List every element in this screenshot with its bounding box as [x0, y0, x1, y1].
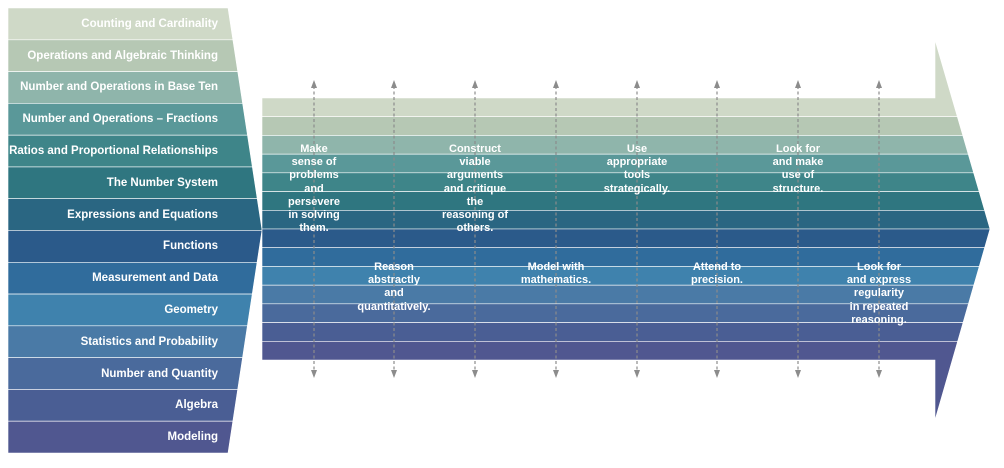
arrow-up-icon [391, 80, 397, 88]
domain-label: Ratios and Proportional Relationships [9, 145, 218, 158]
domain-label: Number and Operations – Fractions [22, 113, 218, 126]
domain-band [7, 420, 234, 454]
arrow-down-icon [876, 370, 882, 378]
domain-label: Counting and Cardinality [81, 17, 218, 30]
arrow-up-icon [634, 80, 640, 88]
domain-label: Operations and Algebraic Thinking [27, 49, 218, 62]
practice-label: Attend to precision. [691, 261, 743, 287]
arrow-down-icon [311, 370, 317, 378]
arrow-up-icon [795, 80, 801, 88]
domain-label: Geometry [164, 303, 218, 316]
arrow-band [261, 116, 964, 136]
domain-label: Number and Quantity [101, 367, 218, 380]
domain-label: Expressions and Equations [67, 208, 218, 221]
arrow-up-icon [472, 80, 478, 88]
arrow-down-icon [553, 370, 559, 378]
arrow-down-icon [634, 370, 640, 378]
arrow-down-icon [714, 370, 720, 378]
domain-label: Statistics and Probability [80, 335, 218, 348]
practice-label: Look for and express regularity in repea… [846, 261, 912, 326]
arrow-up-icon [876, 80, 882, 88]
arrow-up-icon [311, 80, 317, 88]
practice-label: Look for and make use of structure. [772, 143, 824, 195]
practice-label: Construct viable arguments and critique … [441, 143, 508, 235]
domain-label: Modeling [167, 431, 218, 444]
practice-label: Use appropriate tools strategically. [603, 143, 671, 195]
practice-label: Model with mathematics. [520, 261, 592, 287]
domain-label: The Number System [106, 176, 218, 189]
domain-label: Algebra [175, 399, 218, 412]
domain-label: Number and Operations in Base Ten [20, 81, 218, 94]
arrow-up-icon [714, 80, 720, 88]
arrow-up-icon [553, 80, 559, 88]
arrow-down-icon [472, 370, 478, 378]
domain-label: Functions [163, 240, 218, 253]
arrow-down-icon [795, 370, 801, 378]
arrow-down-icon [391, 370, 397, 378]
arrow-band [261, 39, 958, 118]
practice-label: Make sense of problems and persevere in … [288, 143, 340, 235]
arrow-band [261, 340, 959, 421]
practice-label: Reason abstractly and quantitatively. [357, 261, 431, 313]
domain-label: Measurement and Data [92, 272, 218, 285]
